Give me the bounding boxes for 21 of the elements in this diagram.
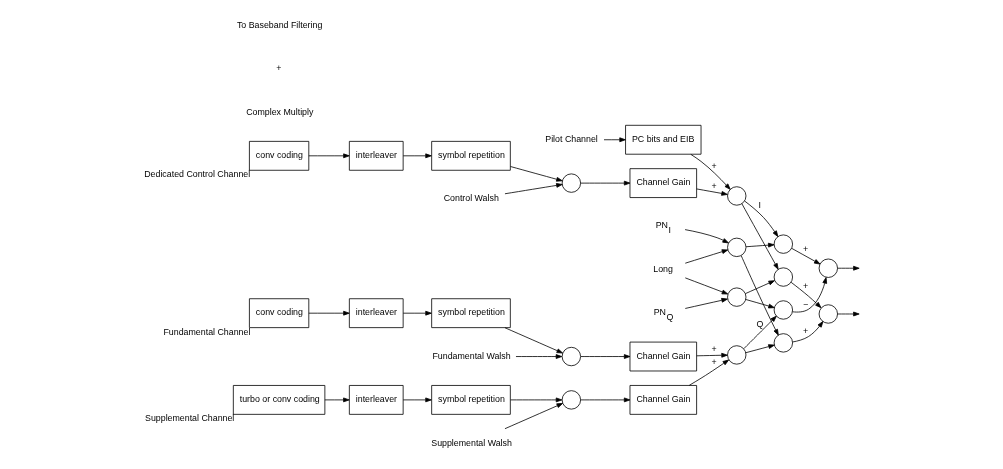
node-text: Pilot Channel xyxy=(544,134,598,144)
label: Complex Multiply xyxy=(245,106,313,117)
edge-label: + xyxy=(710,357,717,368)
node-text: Control Walsh xyxy=(443,193,499,204)
node-text: Fundamental Walsh xyxy=(431,350,511,361)
edge-label: + xyxy=(802,325,808,336)
edge-label: + xyxy=(802,244,808,254)
edge-label: + xyxy=(710,181,717,192)
edge-label: + xyxy=(710,160,717,171)
node-label: Supplemental Channel xyxy=(144,413,234,424)
edge-label: + xyxy=(710,344,717,355)
edge-label: Q xyxy=(755,318,763,329)
node-text: Supplemental Walsh xyxy=(430,437,512,448)
node-label: Dedicated Control Channel xyxy=(143,169,250,180)
node-text: Long xyxy=(652,264,673,275)
label: + xyxy=(275,63,281,74)
edge-label: + xyxy=(802,280,808,291)
node-label: Fundamental Channel xyxy=(162,326,250,337)
label: To Baseband Filtering xyxy=(236,19,322,30)
edge-label: I xyxy=(757,199,761,210)
edge-label: − xyxy=(802,298,808,309)
